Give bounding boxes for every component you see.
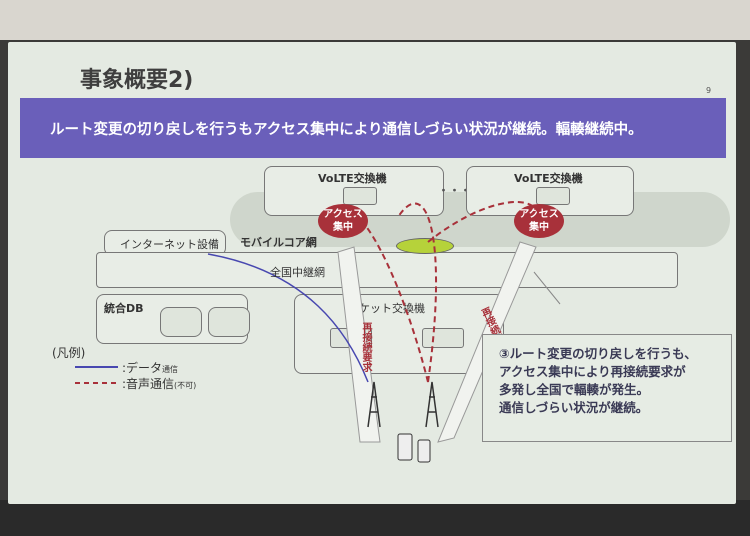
voice-line-left (337, 202, 438, 383)
explanation-note: ③ルート変更の切り戻しを行うも、 アクセス集中により再接続要求が 多発し全国で輻… (482, 334, 732, 442)
volte-right-unit (536, 187, 570, 205)
db-label: 統合DB (104, 302, 144, 315)
note-line: アクセス集中により再接続要求が (499, 364, 686, 379)
internet-equipment (104, 230, 226, 256)
floor-shadow (0, 500, 750, 536)
volte-left-label: VoLTE交換機 (318, 172, 387, 185)
national-relay-network (96, 252, 678, 288)
mobile-phone-icon (417, 439, 431, 463)
access-right-line2: 集中 (529, 222, 549, 233)
legend-voice-suffix: (不可) (174, 381, 197, 390)
packet-unit-2 (422, 328, 464, 348)
legend-data-suffix: 通信 (162, 365, 179, 374)
slide-title: 事象概要2) (80, 68, 194, 93)
access-right-line1: アクセス (519, 209, 559, 220)
legend-voice: :音声通信(不可) (122, 375, 196, 392)
page-number: 9 (706, 86, 712, 95)
router-icon (396, 238, 454, 254)
voice-line-right (427, 201, 539, 243)
note-line: ③ルート変更の切り戻しを行うも、 (499, 346, 697, 361)
legend-title: (凡例) (52, 346, 86, 360)
volte-left-unit (343, 187, 377, 205)
db-cylinder-1 (160, 307, 202, 337)
ellipsis: ・・・ (438, 184, 471, 197)
reconnect-left-label: 再接続要求 (360, 322, 371, 372)
mobile-core-label: モバイルコア網 (240, 236, 317, 249)
note-line: 多発し全国で輻輳が発生。 (499, 382, 650, 397)
slide: 事象概要2) 9 ルート変更の切り戻しを行うもアクセス集中により通信しづらい状況… (8, 42, 736, 504)
wall (0, 0, 750, 40)
relay-label: 全国中継網 (270, 266, 325, 279)
db-cylinder-2 (208, 307, 250, 337)
legend-voice-label: :音声通信 (122, 377, 175, 391)
note-line: 通信しづらい状況が継続。 (499, 400, 649, 415)
data-line (207, 253, 369, 383)
access-left-line2: 集中 (333, 222, 353, 233)
legend-data-label: :データ (122, 361, 163, 375)
access-concentration-left: アクセス集中 (318, 204, 368, 238)
headline-band: ルート変更の切り戻しを行うもアクセス集中により通信しづらい状況が継続。輻輳継続中… (20, 98, 726, 158)
reconnect-arrow-left (337, 246, 381, 443)
access-left-line1: アクセス (323, 209, 363, 220)
access-concentration-right: アクセス集中 (514, 204, 564, 238)
smartphone-icon (397, 433, 413, 461)
internet-label: インターネット設備 (120, 238, 219, 251)
antenna-tower-icons (367, 381, 439, 428)
callout-line (533, 271, 561, 305)
headline: ルート変更の切り戻しを行うもアクセス集中により通信しづらい状況が継続。輻輳継続中… (50, 121, 643, 138)
packet-switch (294, 294, 504, 374)
volte-right-label: VoLTE交換機 (514, 172, 583, 185)
legend-data: :データ通信 (122, 359, 178, 376)
